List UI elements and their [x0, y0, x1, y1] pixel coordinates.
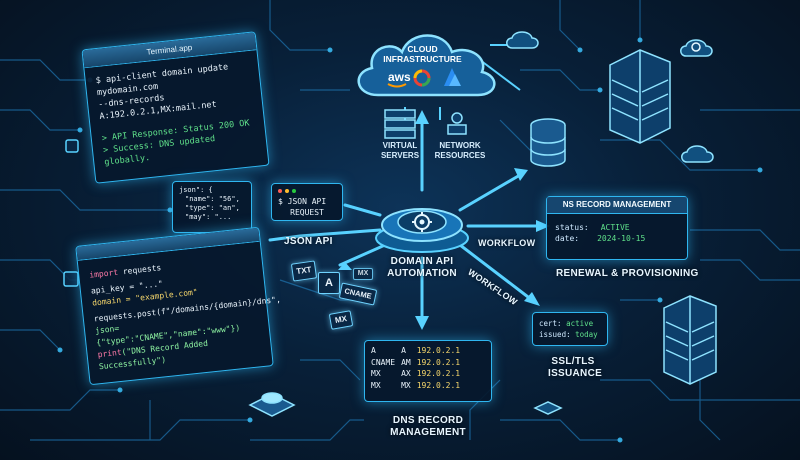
- renewal-provisioning-label: RENEWAL & PROVISIONING: [556, 268, 699, 279]
- json-api-label: JSON API: [284, 236, 333, 247]
- aws-logo: aws: [388, 70, 411, 84]
- ns-date-row: date:2024-10-15: [555, 234, 646, 243]
- record-tag-a: A: [318, 272, 340, 294]
- ssl-cert-row: cert: active: [539, 319, 594, 328]
- cloud-infrastructure: CLOUD INFRASTRUCTURE aws: [355, 20, 490, 105]
- ssl-issued-row: issued: today: [539, 330, 598, 339]
- workflow-label: WORKFLOW: [478, 238, 536, 248]
- chip-icon: [248, 392, 296, 417]
- json-line: "type": "an",: [185, 204, 240, 212]
- record-tag-txt: TXT: [290, 260, 318, 282]
- ns-status-row: status:ACTIVE: [555, 223, 630, 232]
- json-line: json": {: [179, 186, 213, 194]
- cloud-shape: [357, 34, 496, 97]
- window-dots: [278, 189, 336, 193]
- server-rack-top: [609, 49, 671, 144]
- record-tag-mx: MX: [353, 268, 373, 280]
- json-api-request-card: $ JSON API REQUEST: [271, 183, 343, 221]
- database-icon: [530, 118, 566, 167]
- server-rack-bottom: [663, 295, 717, 385]
- json-request-line-1: $ JSON API: [278, 197, 327, 206]
- json-line: "may": "...: [185, 213, 232, 221]
- json-request-line-2: REQUEST: [290, 208, 324, 217]
- cloud-title: CLOUD INFRASTRUCTURE: [383, 44, 462, 64]
- domain-api-automation-label: DOMAIN API AUTOMATION: [387, 256, 457, 279]
- hub-glow: [375, 208, 469, 253]
- code-editor-window: import requests api_key = "..." domain =…: [75, 226, 281, 386]
- terminal-window: Terminal.app $ api-client domain update …: [81, 31, 270, 184]
- ssl-cert-panel: cert: active issued: today: [532, 312, 608, 346]
- json-line: "name": "56",: [185, 195, 240, 203]
- ns-record-panel: NS RECORD MANAGEMENT status:ACTIVE date:…: [546, 196, 688, 260]
- json-payload-card: json": { "name": "56", "type": "an", "ma…: [172, 181, 252, 233]
- ns-panel-title: NS RECORD MANAGEMENT: [547, 197, 687, 214]
